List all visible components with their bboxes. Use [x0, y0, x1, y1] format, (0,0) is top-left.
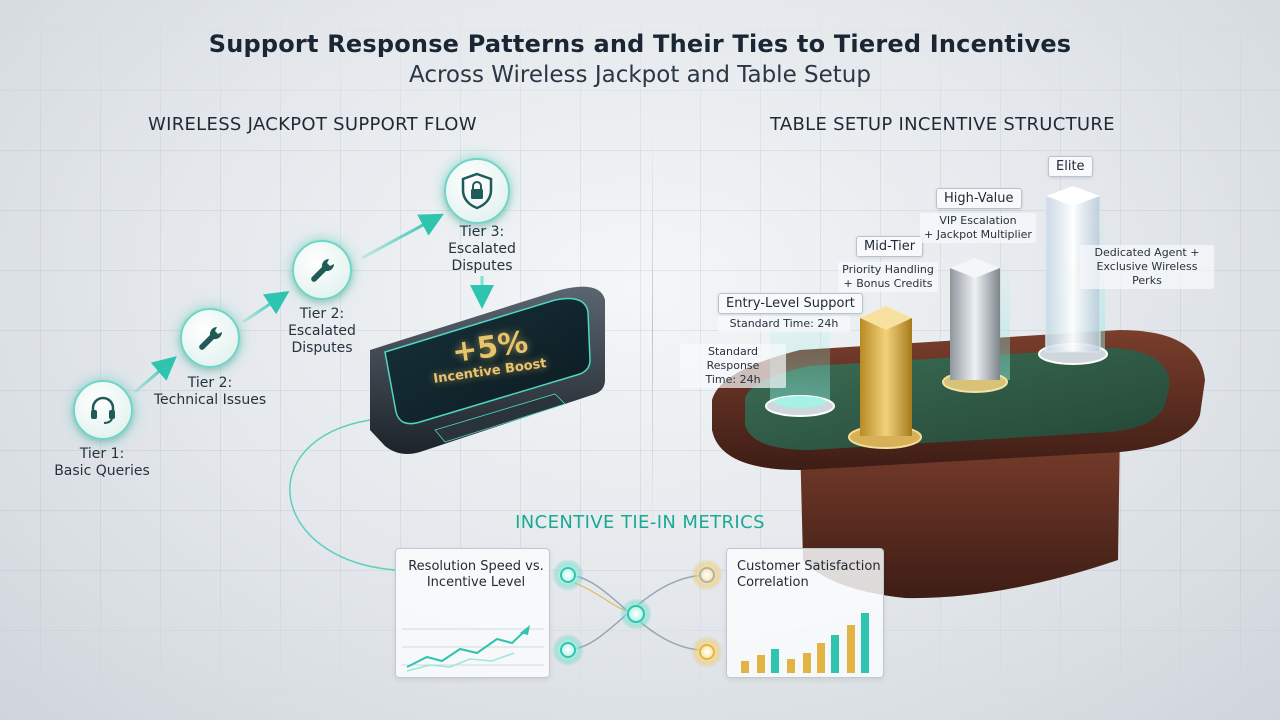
page-title: Support Response Patterns and Their Ties… — [208, 30, 1072, 58]
flow-arrow-2 — [242, 291, 290, 324]
flow-arrow-3 — [361, 213, 444, 260]
elite-pillar — [1045, 195, 1101, 353]
page-subtitle: Across Wireless Jackpot and Table Setup — [409, 62, 871, 88]
left-section-heading: WIRELESS JACKPOT SUPPORT FLOW — [148, 114, 477, 135]
entry-level-note: Standard Time: 24h — [718, 316, 850, 332]
mid-tier-pillar — [860, 318, 912, 436]
node-resolution-bottom — [552, 634, 584, 666]
resolution-speed-label: Resolution Speed vs.Incentive Level — [408, 559, 544, 590]
tier-1-label: Tier 1:Basic Queries — [54, 446, 150, 479]
high-value-tag: High-Value — [936, 188, 1022, 209]
elite-note: Dedicated Agent +Exclusive Wireless Perk… — [1080, 245, 1214, 289]
mid-tier-note: Priority Handling+ Bonus Credits — [838, 262, 938, 292]
node-satisfaction-bottom — [691, 636, 723, 668]
metrics-heading: INCENTIVE TIE-IN METRICS — [515, 512, 765, 533]
node-satisfaction-top — [691, 559, 723, 591]
right-section-heading: TABLE SETUP INCENTIVE STRUCTURE — [770, 114, 1115, 135]
entry-level-tag: Entry-Level Support — [718, 293, 863, 314]
high-value-note: VIP Escalation+ Jackpot Multiplier — [920, 213, 1036, 243]
wrench-icon — [292, 240, 352, 300]
headset-icon — [73, 380, 133, 440]
tier-2-label: Tier 2:Technical Issues — [153, 375, 267, 408]
device-to-metrics-curve — [289, 419, 396, 571]
section-divider — [652, 120, 653, 540]
elite-tag: Elite — [1048, 156, 1093, 177]
shield-lock-icon — [444, 158, 510, 224]
node-center — [620, 598, 652, 630]
mid-tier-tag: Mid-Tier — [856, 236, 924, 257]
satisfaction-bar-chart — [741, 613, 869, 673]
node-resolution-top — [552, 559, 584, 591]
wrench-icon — [180, 308, 240, 368]
resolution-trend-chart — [402, 625, 544, 672]
resolution-speed-card: Resolution Speed vs.Incentive Level — [395, 548, 550, 678]
high-value-pillar — [950, 268, 1000, 380]
flow-arrow-1 — [134, 356, 177, 394]
